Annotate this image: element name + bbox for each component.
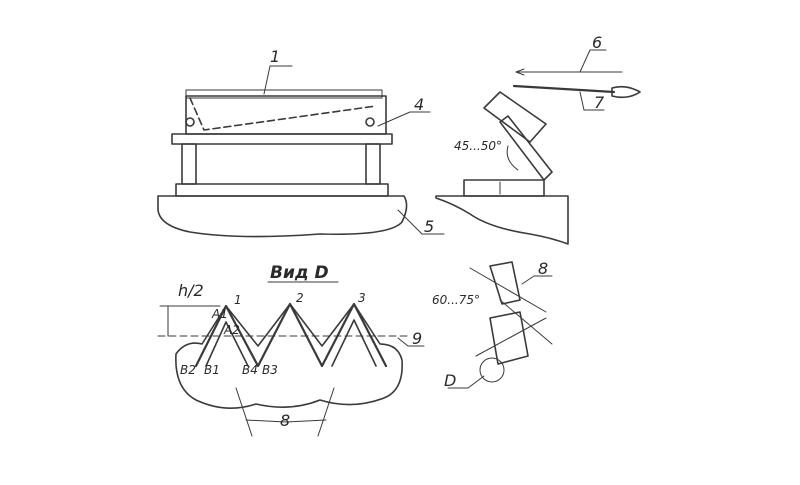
lower-tooth-block: [489, 311, 529, 365]
label-7: 7: [594, 93, 605, 112]
leader-line-6: [579, 49, 607, 73]
inclined-support: [499, 115, 553, 181]
upper-tooth-block: [489, 261, 521, 305]
h-half-label: h/2: [178, 281, 204, 300]
leader-line-4: [377, 111, 431, 127]
label-4: 4: [414, 95, 424, 114]
file-blade: [512, 84, 616, 94]
left-screw-icon: [185, 117, 195, 127]
angle-label-45-50: 45...50°: [454, 139, 502, 153]
label-8-bottom: 8: [280, 411, 290, 430]
marker-a1: A1: [211, 307, 228, 321]
fixture-left-post: [181, 143, 197, 185]
leader-line-9: [397, 337, 425, 347]
tooth-number-1: 1: [234, 293, 242, 307]
view-title: Вид D: [270, 263, 329, 283]
leader-line-1: [263, 65, 293, 95]
front-view-fixture: 1 4 5: [157, 47, 445, 238]
section-d-circle: [479, 357, 505, 383]
view-d-teeth: Вид D 9 h/2 1 2 3 A1 A2 B2 B1 B4 B3 8: [157, 263, 425, 437]
section-d-detail: 8 60...75° D: [432, 259, 553, 390]
side-base-block: [463, 179, 545, 197]
leader-line-8-right: [521, 275, 553, 285]
label-9: 9: [412, 329, 422, 348]
tooth-number-3: 3: [358, 291, 366, 305]
leader-line-8a: [245, 419, 287, 423]
label-1: 1: [270, 47, 280, 66]
marker-a2: A2: [223, 323, 240, 337]
right-screw-icon: [365, 117, 375, 127]
label-8-right: 8: [538, 259, 548, 278]
angle-label-60-75: 60...75°: [432, 293, 480, 307]
label-5: 5: [424, 217, 434, 236]
fixture-upper-block: [185, 95, 387, 135]
label-d: D: [444, 371, 456, 390]
marker-b2: B2: [180, 363, 196, 377]
leader-line-8b: [285, 419, 327, 423]
hidden-wedge-line: [189, 97, 377, 131]
side-table: [435, 195, 569, 245]
table-base-shape: [157, 195, 408, 238]
abrasive-layer: [185, 89, 383, 99]
arrow-head-6: [515, 68, 525, 76]
leader-line-5: [397, 209, 445, 235]
fixture-plate-4: [171, 133, 393, 145]
leader-line-8-fan: [235, 387, 335, 437]
fixture-right-post: [365, 143, 381, 185]
saw-tooth-inner-3: [331, 319, 377, 367]
inclined-workpiece: [483, 91, 547, 143]
marker-b1: B1: [204, 363, 220, 377]
fixture-bottom-plate: [175, 183, 389, 197]
angle-arc-45: [506, 145, 519, 171]
tooth-number-2: 2: [296, 291, 304, 305]
angle-line-1: [469, 267, 547, 313]
marker-b3: B3: [262, 363, 278, 377]
file-handle: [611, 85, 641, 99]
side-view-fixture: 6 7 45...50°: [435, 33, 641, 245]
marker-b4: B4: [242, 363, 258, 377]
saw-tooth-inner: [205, 321, 249, 367]
leader-line-d: [447, 375, 485, 389]
saw-tooth-outline: [194, 302, 388, 368]
angle-line-3: [499, 299, 553, 345]
label-6: 6: [592, 33, 602, 52]
leader-line-7: [579, 91, 605, 111]
angle-line-2: [475, 317, 547, 357]
